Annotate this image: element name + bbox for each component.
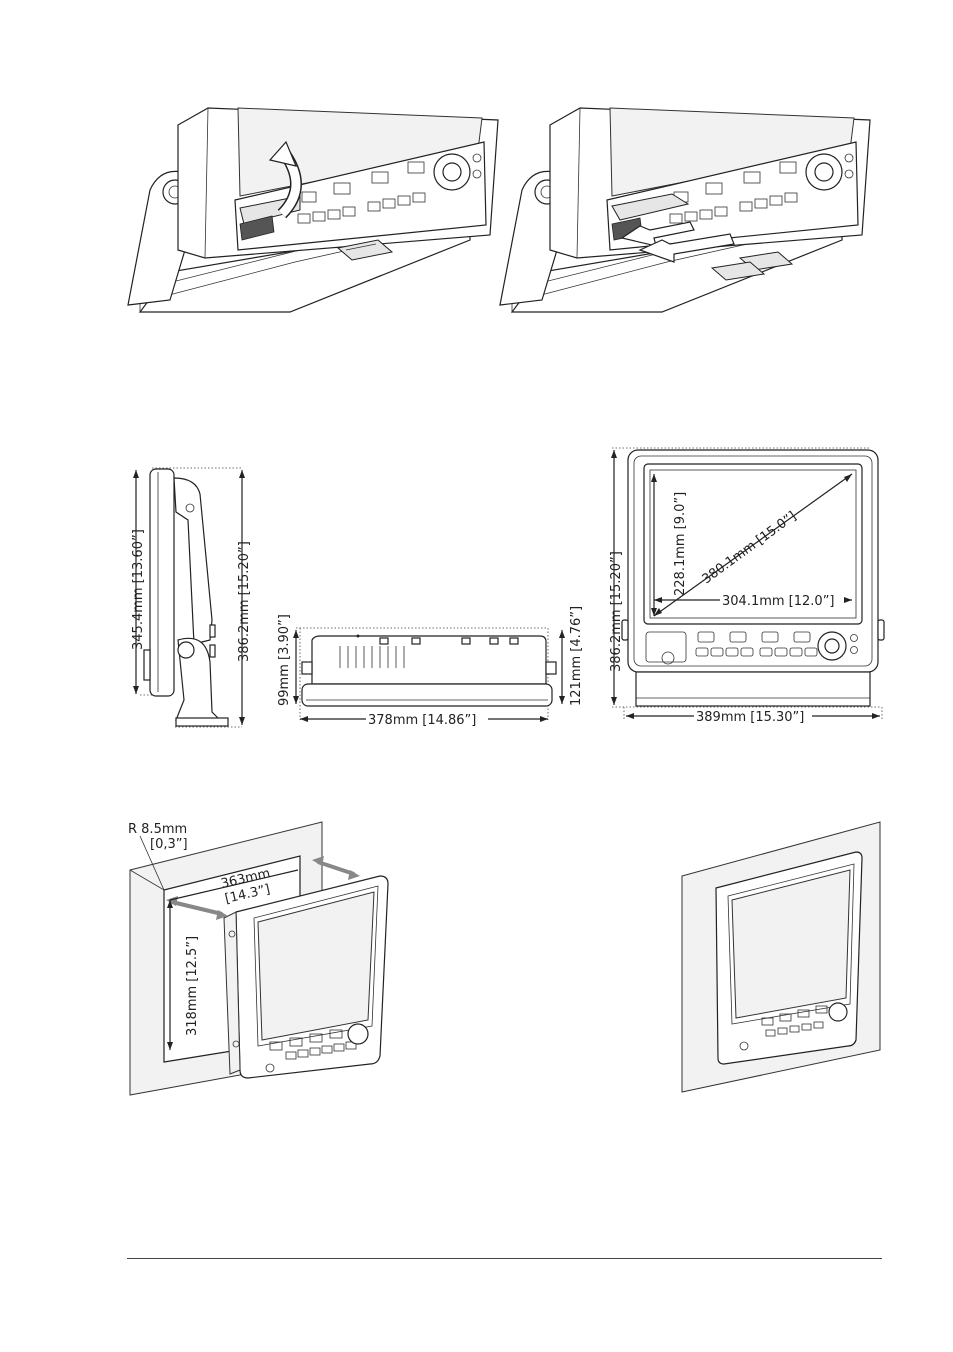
front-height-label: 386.2mm [15.20”] — [609, 551, 624, 672]
flush-mount-cutout-illustration — [130, 822, 388, 1095]
front-width-label: 389mm [15.30”] — [696, 710, 804, 725]
top-width-label: 378mm [14.86”] — [368, 713, 476, 728]
flush-mounted-display-illustration — [682, 822, 880, 1092]
side-view-drawing — [133, 468, 245, 727]
card-insert-illustration — [500, 108, 870, 312]
top-view-drawing — [293, 628, 565, 722]
front-view-drawing — [611, 448, 884, 720]
side-height-inner-label: 345.4mm [13.60”] — [131, 529, 146, 650]
radius-label-line2: [0,3”] — [150, 837, 188, 852]
card-slot-open-illustration — [128, 108, 498, 312]
radius-label-line1: R 8.5mm — [128, 822, 187, 837]
top-depth-total-label: 121mm [4.76”] — [569, 606, 584, 706]
cutout-height-label: 318mm [12.5”] — [185, 936, 200, 1036]
side-height-total-label: 386.2mm [15.20”] — [237, 541, 252, 662]
screen-width-label: 304.1mm [12.0”] — [722, 594, 835, 609]
screen-height-label: 228.1mm [9.0”] — [673, 492, 688, 596]
footer-rule — [127, 1258, 882, 1259]
top-depth-front-label: 99mm [3.90”] — [277, 614, 292, 706]
